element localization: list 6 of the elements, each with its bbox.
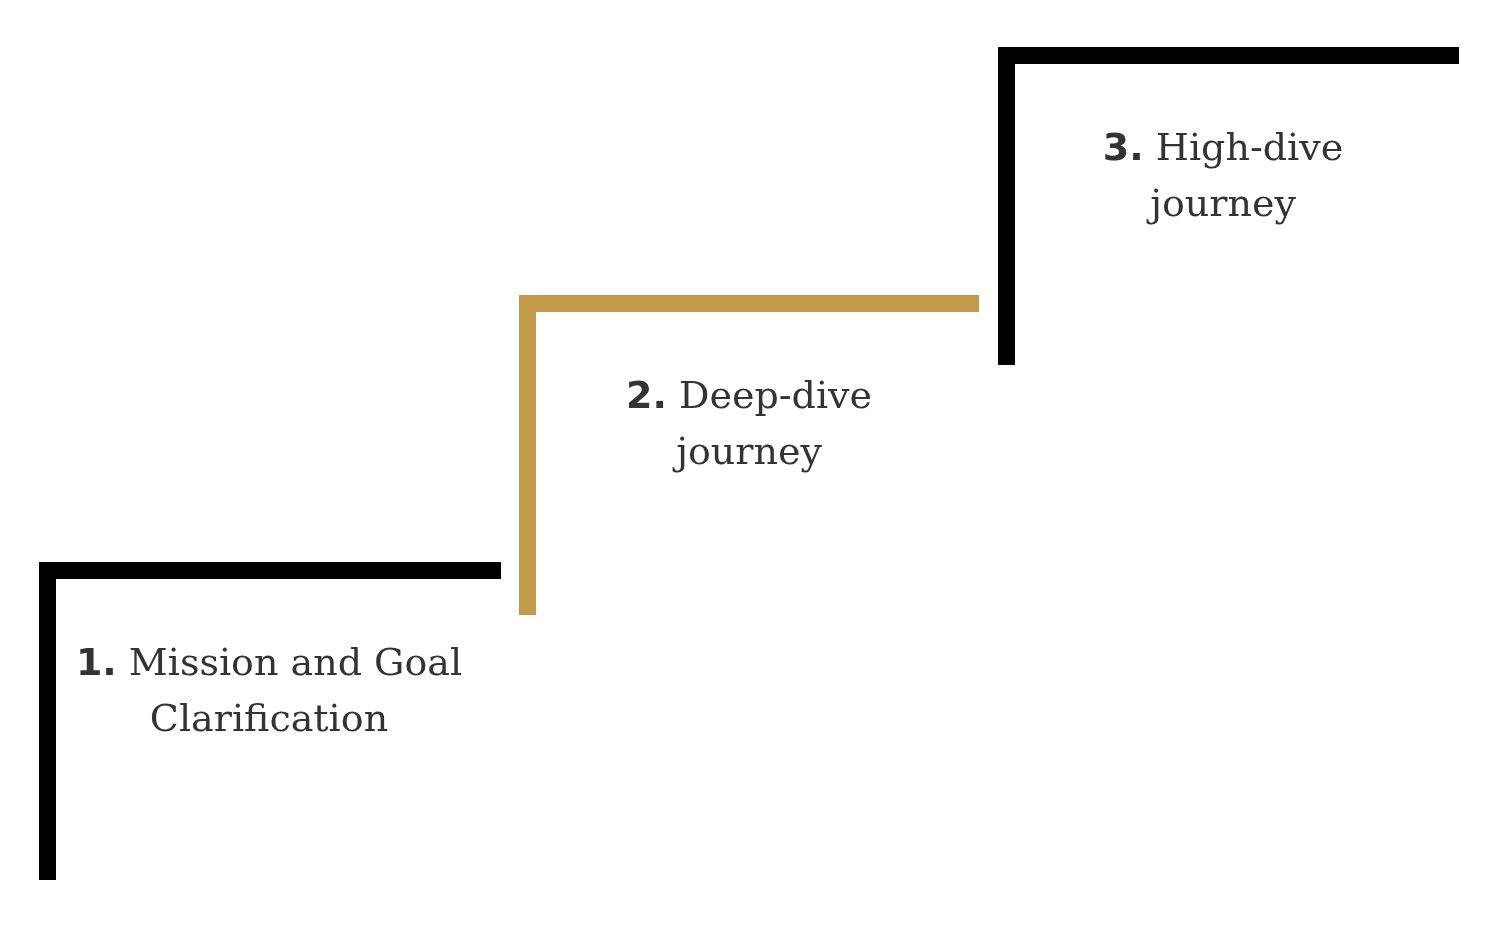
step-label: 1. Mission and Goal Clarification: [74, 639, 464, 742]
step-label: 3. High-dive journey: [1101, 124, 1345, 227]
stair-step: [519, 295, 979, 615]
stair-step: [998, 47, 1459, 365]
stair-step: [39, 562, 501, 880]
step-label: 2. Deep-dive journey: [625, 372, 873, 475]
